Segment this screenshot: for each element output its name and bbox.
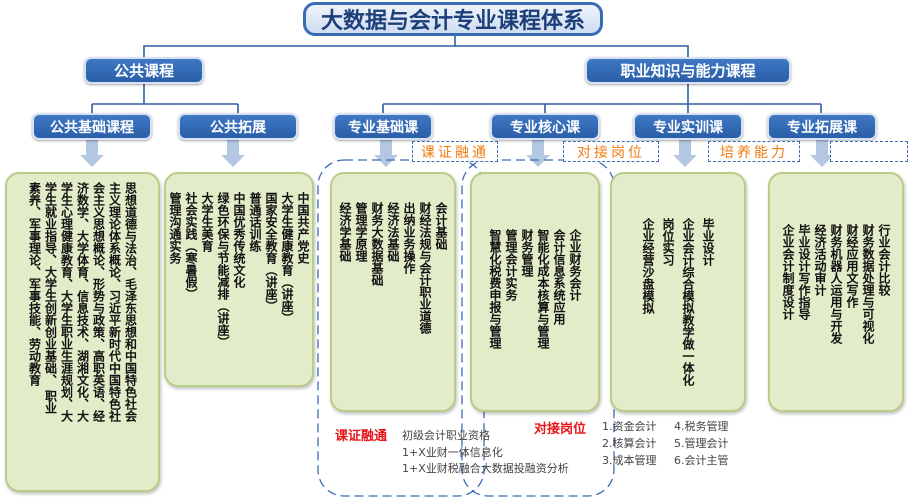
pro-training-box: 毕业设计 企业会计综合模拟教学做一体化 岗位实习 企业经营沙盘模拟: [610, 172, 746, 412]
down-arrow-icon: [673, 140, 697, 167]
down-arrow-icon: [374, 140, 398, 167]
course-item: 岗位实习: [661, 218, 675, 266]
course-list: 思想道德与法治、毛泽东思想和中国特色社会: [123, 182, 138, 422]
cert-item: 1+X业财一体信息化: [402, 446, 503, 459]
course-list: 济数学、大学体育、信息技术、湖湘文化、大: [75, 182, 90, 422]
course-item: 会计信息系统应用: [552, 229, 566, 325]
course-item: 国家安全教育（讲座）: [264, 192, 278, 312]
course-item: 绿色环保与节能减排（讲座）: [216, 192, 230, 348]
course-item: 财务机器人运用与开发: [829, 224, 843, 344]
pro-training-node: 专业实训课: [633, 113, 743, 140]
course-list: 素养、军事理论、军事技能、劳动教育: [27, 182, 42, 386]
pro-extension-box: 行业会计比较 财务数据处理与可视化 财经应用文写作 财务机器人运用与开发 经济活…: [768, 172, 904, 412]
course-item: 财务管理: [520, 229, 534, 277]
jobs-label: 对接岗位: [534, 422, 587, 437]
down-arrow-icon: [80, 140, 104, 167]
down-arrow-icon: [221, 140, 245, 167]
job-item: 2.核算会计: [602, 437, 657, 450]
course-item: 毕业设计写作指导: [797, 224, 811, 320]
tag-job-docking: 对接岗位: [563, 141, 659, 162]
course-item: 中国共产党史: [296, 192, 310, 264]
job-item: 6.会计主管: [674, 454, 729, 467]
course-item: 财务数据处理与可视化: [861, 224, 875, 344]
public-basic-node: 公共基础课程: [32, 113, 152, 140]
job-item: 1.资金会计: [602, 420, 657, 433]
course-item: 行业会计比较: [877, 224, 891, 296]
course-item: 大学生美育: [200, 192, 214, 252]
page-title: 大数据与会计专业课程体系: [303, 2, 603, 36]
course-item: 经济活动审计: [813, 224, 827, 296]
course-item: 出纳业务操作: [402, 202, 416, 274]
course-item: 管理学原理: [354, 202, 368, 262]
cert-item: 1+X业财税融合大数据投融资分析: [402, 462, 569, 475]
cert-item: 初级会计职业资格: [402, 429, 490, 442]
public-extension-box: 中国共产党史 大学生健康教育（讲座） 国家安全教育（讲座） 普通话训练 中国优秀…: [164, 172, 314, 387]
tag-ability-cultivation: 培养能力: [708, 141, 800, 162]
course-item: 智慧化税费申报与管理: [488, 229, 502, 349]
pro-core-box: 企业财务会计 会计信息系统应用 智能化成本核算与管理 财务管理 管理会计实务 智…: [470, 172, 600, 412]
course-item: 大学生健康教育（讲座）: [280, 192, 294, 324]
job-item: 3.成本管理: [602, 454, 657, 467]
career-course-node: 职业知识与能力课程: [585, 57, 791, 84]
course-item: 普通话训练: [248, 192, 262, 252]
course-item: 财经应用文写作: [845, 224, 859, 308]
course-item: 管理沟通实务: [168, 192, 182, 264]
pro-basic-box: 会计基础 财经法规与会计职业道德 出纳业务操作 经济法基础 财务大数据基础 管理…: [330, 172, 456, 412]
course-item: 中国优秀传统文化: [232, 192, 246, 288]
course-list: 学生心理健康教育、大学生职业生涯规划、大: [59, 182, 74, 422]
public-extension-node: 公共拓展: [178, 113, 298, 140]
course-item: 社会实践（寒暑假）: [184, 192, 198, 300]
tag-empty: [830, 141, 908, 162]
course-list: 会主义思想概论、形势与政策、高职英语、经: [91, 182, 106, 422]
course-item: 财经法规与会计职业道德: [418, 202, 432, 334]
course-item: 企业经营沙盘模拟: [641, 218, 655, 314]
course-item: 经济学基础: [338, 202, 352, 262]
course-item: 企业会计综合模拟教学做一体化: [681, 218, 695, 386]
cert-label: 课证融通: [335, 429, 388, 444]
course-item: 经济法基础: [386, 202, 400, 262]
public-course-node: 公共课程: [84, 57, 204, 84]
pro-core-node: 专业核心课: [490, 113, 600, 140]
down-arrow-icon: [810, 140, 834, 167]
course-list: 学生就业指导、大学生创新创业基础、 职业: [43, 182, 58, 415]
job-item: 5.管理会计: [674, 437, 729, 450]
course-list: 主义理论体系概论、习近平新时代中国特色社: [107, 182, 122, 422]
pro-extension-node: 专业拓展课: [767, 113, 877, 140]
course-item: 企业会计制度设计: [781, 224, 795, 320]
course-item: 智能化成本核算与管理: [536, 229, 550, 349]
public-basic-box: 思想道德与法治、毛泽东思想和中国特色社会 主义理论体系概论、习近平新时代中国特色…: [5, 172, 160, 492]
down-arrow-icon: [526, 140, 550, 167]
pro-basic-node: 专业基础课: [333, 113, 433, 140]
course-item: 财务大数据基础: [370, 202, 384, 286]
course-item: 管理会计实务: [504, 229, 518, 301]
course-item: 毕业设计: [701, 218, 715, 266]
course-item: 会计基础: [434, 202, 448, 250]
job-item: 4.税务管理: [674, 420, 729, 433]
tag-cert-integration: 课证融通: [412, 141, 498, 162]
course-item: 企业财务会计: [568, 229, 582, 301]
